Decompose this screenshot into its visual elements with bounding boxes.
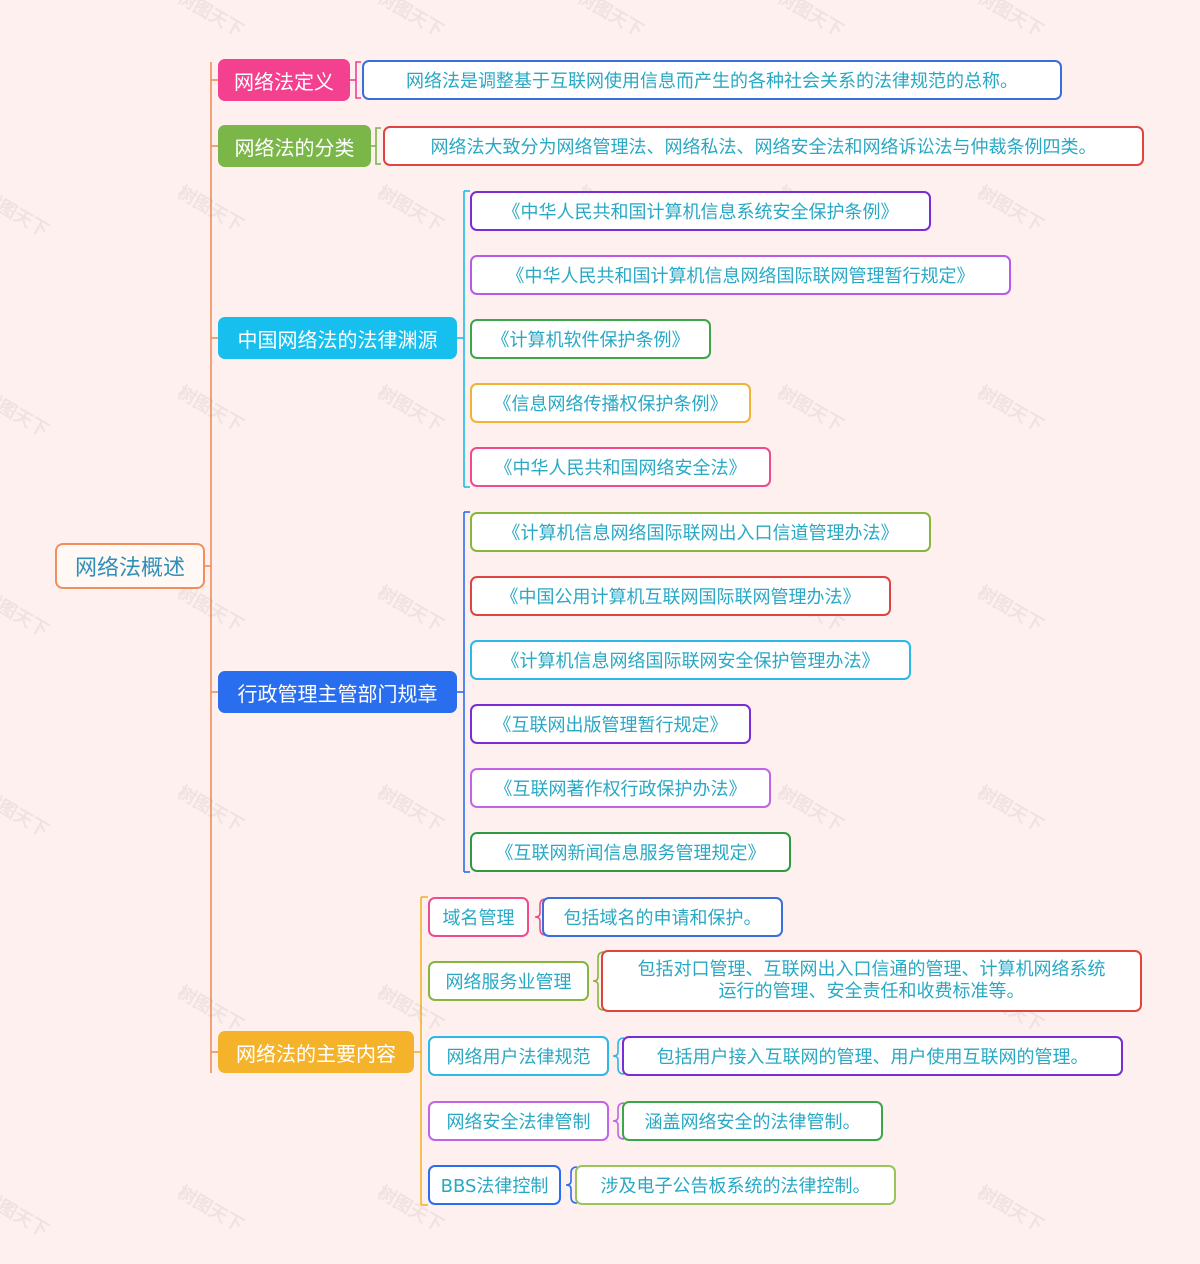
source-item[interactable]: 《中华人民共和国计算机信息系统安全保护条例》 (470, 191, 931, 231)
content-label[interactable]: BBS法律控制 (428, 1165, 561, 1205)
content-description[interactable]: 包括用户接入互联网的管理、用户使用互联网的管理。 (622, 1036, 1123, 1076)
category-classification[interactable]: 网络法的分类 (218, 125, 371, 167)
category-main-contents[interactable]: 网络法的主要内容 (218, 1031, 414, 1073)
content-label[interactable]: 网络用户法律规范 (428, 1036, 609, 1076)
content-label[interactable]: 网络服务业管理 (428, 961, 589, 1001)
source-item[interactable]: 《中华人民共和国计算机信息网络国际联网管理暂行规定》 (470, 255, 1011, 295)
classification-text[interactable]: 网络法大致分为网络管理法、网络私法、网络安全法和网络诉讼法与仲裁条例四类。 (383, 126, 1144, 166)
definition-text[interactable]: 网络法是调整基于互联网使用信息而产生的各种社会关系的法律规范的总称。 (362, 60, 1062, 100)
source-item[interactable]: 《中华人民共和国网络安全法》 (470, 447, 771, 487)
content-label[interactable]: 域名管理 (428, 897, 529, 937)
root-topic[interactable]: 网络法概述 (55, 543, 205, 589)
description-line: 运行的管理、安全责任和收费标准等。 (718, 981, 1025, 1002)
regulation-item[interactable]: 《计算机信息网络国际联网安全保护管理办法》 (470, 640, 911, 680)
content-description[interactable]: 涉及电子公告板系统的法律控制。 (575, 1165, 896, 1205)
category-legal-sources[interactable]: 中国网络法的法律渊源 (218, 317, 457, 359)
description-line: 包括对口管理、互联网出入口信通的管理、计算机网络系统 (637, 959, 1106, 980)
regulation-item[interactable]: 《互联网出版管理暂行规定》 (470, 704, 751, 744)
source-item[interactable]: 《信息网络传播权保护条例》 (470, 383, 751, 423)
source-item[interactable]: 《计算机软件保护条例》 (470, 319, 711, 359)
content-description[interactable]: 涵盖网络安全的法律管制。 (622, 1101, 883, 1141)
category-admin-regulations[interactable]: 行政管理主管部门规章 (218, 671, 457, 713)
regulation-item[interactable]: 《中国公用计算机互联网国际联网管理办法》 (470, 576, 891, 616)
regulation-item[interactable]: 《互联网著作权行政保护办法》 (470, 768, 771, 808)
content-label[interactable]: 网络安全法律管制 (428, 1101, 609, 1141)
regulation-item[interactable]: 《互联网新闻信息服务管理规定》 (470, 832, 791, 872)
category-definition[interactable]: 网络法定义 (218, 59, 350, 101)
content-description[interactable]: 包括对口管理、互联网出入口信通的管理、计算机网络系统 运行的管理、安全责任和收费… (601, 950, 1142, 1012)
regulation-item[interactable]: 《计算机信息网络国际联网出入口信道管理办法》 (470, 512, 931, 552)
content-description[interactable]: 包括域名的申请和保护。 (542, 897, 783, 937)
